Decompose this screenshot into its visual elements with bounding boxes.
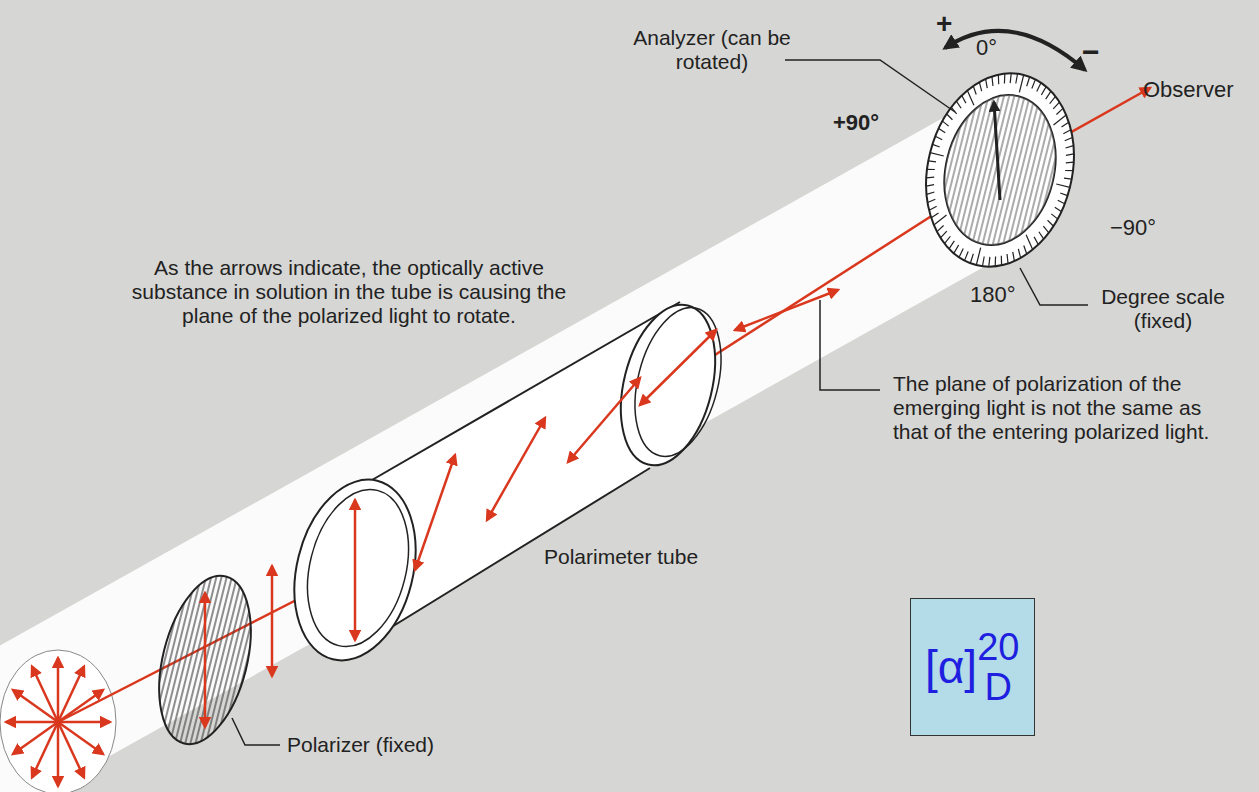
annotation-label: The plane of polarization of the emergin… (893, 372, 1238, 444)
analyzer-dial (906, 57, 1093, 282)
annotation-label: 0° (976, 36, 1026, 60)
light-beam (0, 172, 1000, 765)
annotation-label: −90° (1110, 216, 1180, 240)
rotation-arrow (945, 31, 1085, 70)
annotation-label: 180° (970, 283, 1030, 307)
annotation-label: Degree scale (fixed) (1093, 285, 1233, 333)
annotation-label: Polarimeter tube (544, 545, 744, 569)
annotation-label: +90° (833, 111, 903, 135)
polarimeter-tube (276, 295, 735, 674)
annotation-label: Observer (1143, 78, 1253, 102)
formula-superscript: 20 (977, 627, 1019, 667)
annotation-label: Polarizer (fixed) (287, 733, 487, 757)
polarizer-disk (143, 566, 266, 753)
annotation-label: + (936, 12, 966, 36)
formula-symbol: [α] (925, 642, 977, 692)
annotation-label: Analyzer (can be rotated) (612, 26, 812, 74)
annotation-label: As the arrows indicate, the optically ac… (118, 256, 580, 328)
annotation-label: − (1082, 40, 1112, 64)
formula-subscript: D (985, 667, 1012, 707)
formula-box: [α]20D (910, 598, 1035, 736)
